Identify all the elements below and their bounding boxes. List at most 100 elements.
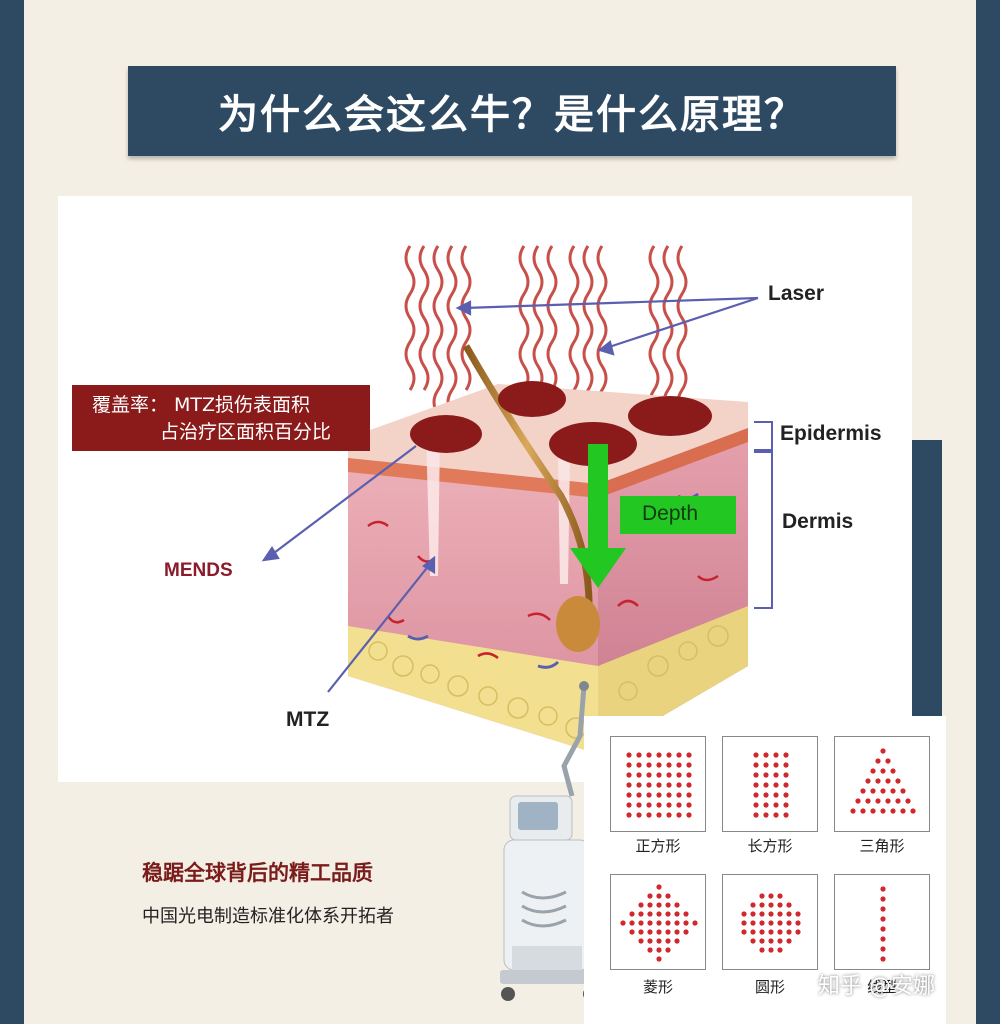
spot-dot <box>666 802 672 808</box>
hair-follicle <box>556 596 600 652</box>
spot-dot <box>620 920 626 926</box>
spot-dot <box>783 802 789 808</box>
spot-dot <box>783 772 789 778</box>
spot-dot <box>753 792 759 798</box>
spot-dot <box>665 920 671 926</box>
spot-dot <box>683 911 689 917</box>
spot-dot <box>759 947 765 953</box>
spot-dot <box>855 798 861 804</box>
spot-dot <box>890 768 896 774</box>
spot-dot <box>773 772 779 778</box>
spot-dot <box>763 802 769 808</box>
spot-dot <box>646 812 652 818</box>
spot-dot <box>777 947 783 953</box>
spot-dot <box>674 902 680 908</box>
spot-dot <box>763 782 769 788</box>
mends-label: MENDS <box>164 560 233 581</box>
laser-label: Laser <box>768 282 825 305</box>
spot-dot <box>783 752 789 758</box>
spot-dot <box>763 752 769 758</box>
spot-dot <box>750 929 756 935</box>
laser-machine-image <box>500 681 597 1001</box>
spot-dot <box>783 762 789 768</box>
spot-dot <box>880 748 886 754</box>
spot-dot <box>638 902 644 908</box>
spot-dot <box>629 929 635 935</box>
spot-dot <box>636 792 642 798</box>
spot-dot <box>865 778 871 784</box>
spot-dot <box>875 758 881 764</box>
spot-dot <box>646 772 652 778</box>
spot-dot <box>626 802 632 808</box>
spot-dot <box>674 938 680 944</box>
coverage-line-1: 覆盖率： MTZ损伤表面积 <box>92 394 311 416</box>
spot-dot <box>656 947 662 953</box>
spot-dot <box>626 772 632 778</box>
left-frame-border <box>0 0 24 1024</box>
spot-dot <box>850 808 856 814</box>
spot-dot <box>647 920 653 926</box>
spot-dot <box>665 929 671 935</box>
spot-dot <box>647 911 653 917</box>
spot-dot <box>795 911 801 917</box>
spot-dot <box>870 768 876 774</box>
spot-dot <box>656 762 662 768</box>
pattern-label: 正方形 <box>635 837 681 855</box>
depth-label: Depth <box>642 502 699 525</box>
spot-dot <box>636 812 642 818</box>
spot-dot <box>763 772 769 778</box>
spot-dot <box>629 920 635 926</box>
dermis-label: Dermis <box>782 510 854 533</box>
spot-dot <box>656 772 662 778</box>
spot-dot <box>656 911 662 917</box>
spot-dot <box>768 920 774 926</box>
spot-dot <box>786 938 792 944</box>
spot-dot <box>885 758 891 764</box>
spot-dot <box>676 762 682 768</box>
spot-dot <box>656 782 662 788</box>
spot-dot <box>636 772 642 778</box>
spot-dot <box>741 929 747 935</box>
spot-dot <box>860 788 866 794</box>
spot-dot <box>666 812 672 818</box>
title-banner: 为什么会这么牛？是什么原理？ <box>128 66 896 156</box>
spot-dot <box>646 752 652 758</box>
spot-dot <box>683 920 689 926</box>
depth-arrow <box>570 444 626 588</box>
spot-dot <box>666 752 672 758</box>
spot-dot <box>686 812 692 818</box>
spot-dot <box>773 752 779 758</box>
spot-dot <box>768 938 774 944</box>
subline: 中国光电制造标准化体系开拓者 <box>142 906 394 927</box>
spot-dot <box>786 920 792 926</box>
layer-brackets <box>754 421 773 609</box>
spot-dot <box>777 911 783 917</box>
spot-dot <box>753 762 759 768</box>
spot-dot <box>759 893 765 899</box>
spot-dot <box>665 947 671 953</box>
spot-dot <box>768 911 774 917</box>
fat-layer <box>348 626 598 754</box>
spot-dot <box>676 802 682 808</box>
spot-dot <box>777 938 783 944</box>
spot-dot <box>773 792 779 798</box>
spot-dot <box>741 911 747 917</box>
skin-illustration <box>261 245 773 754</box>
spot-dot <box>636 782 642 788</box>
pattern-label: 圆形 <box>754 978 785 996</box>
spot-dot <box>676 752 682 758</box>
page-title: 为什么会这么牛？是什么原理？ <box>218 92 806 138</box>
spot-dot <box>759 938 765 944</box>
spot-dot <box>656 929 662 935</box>
pattern-label: 长方形 <box>747 837 793 855</box>
spot-dot <box>753 782 759 788</box>
spot-dot <box>638 920 644 926</box>
spot-dot <box>768 902 774 908</box>
coverage-definition-box: 覆盖率： MTZ损伤表面积 占治疗区面积百分比 <box>72 385 370 451</box>
spot-dot <box>870 808 876 814</box>
spot-dot <box>666 792 672 798</box>
spot-dot <box>656 802 662 808</box>
spot-dot <box>665 911 671 917</box>
spot-dot <box>626 792 632 798</box>
spot-dot <box>686 802 692 808</box>
